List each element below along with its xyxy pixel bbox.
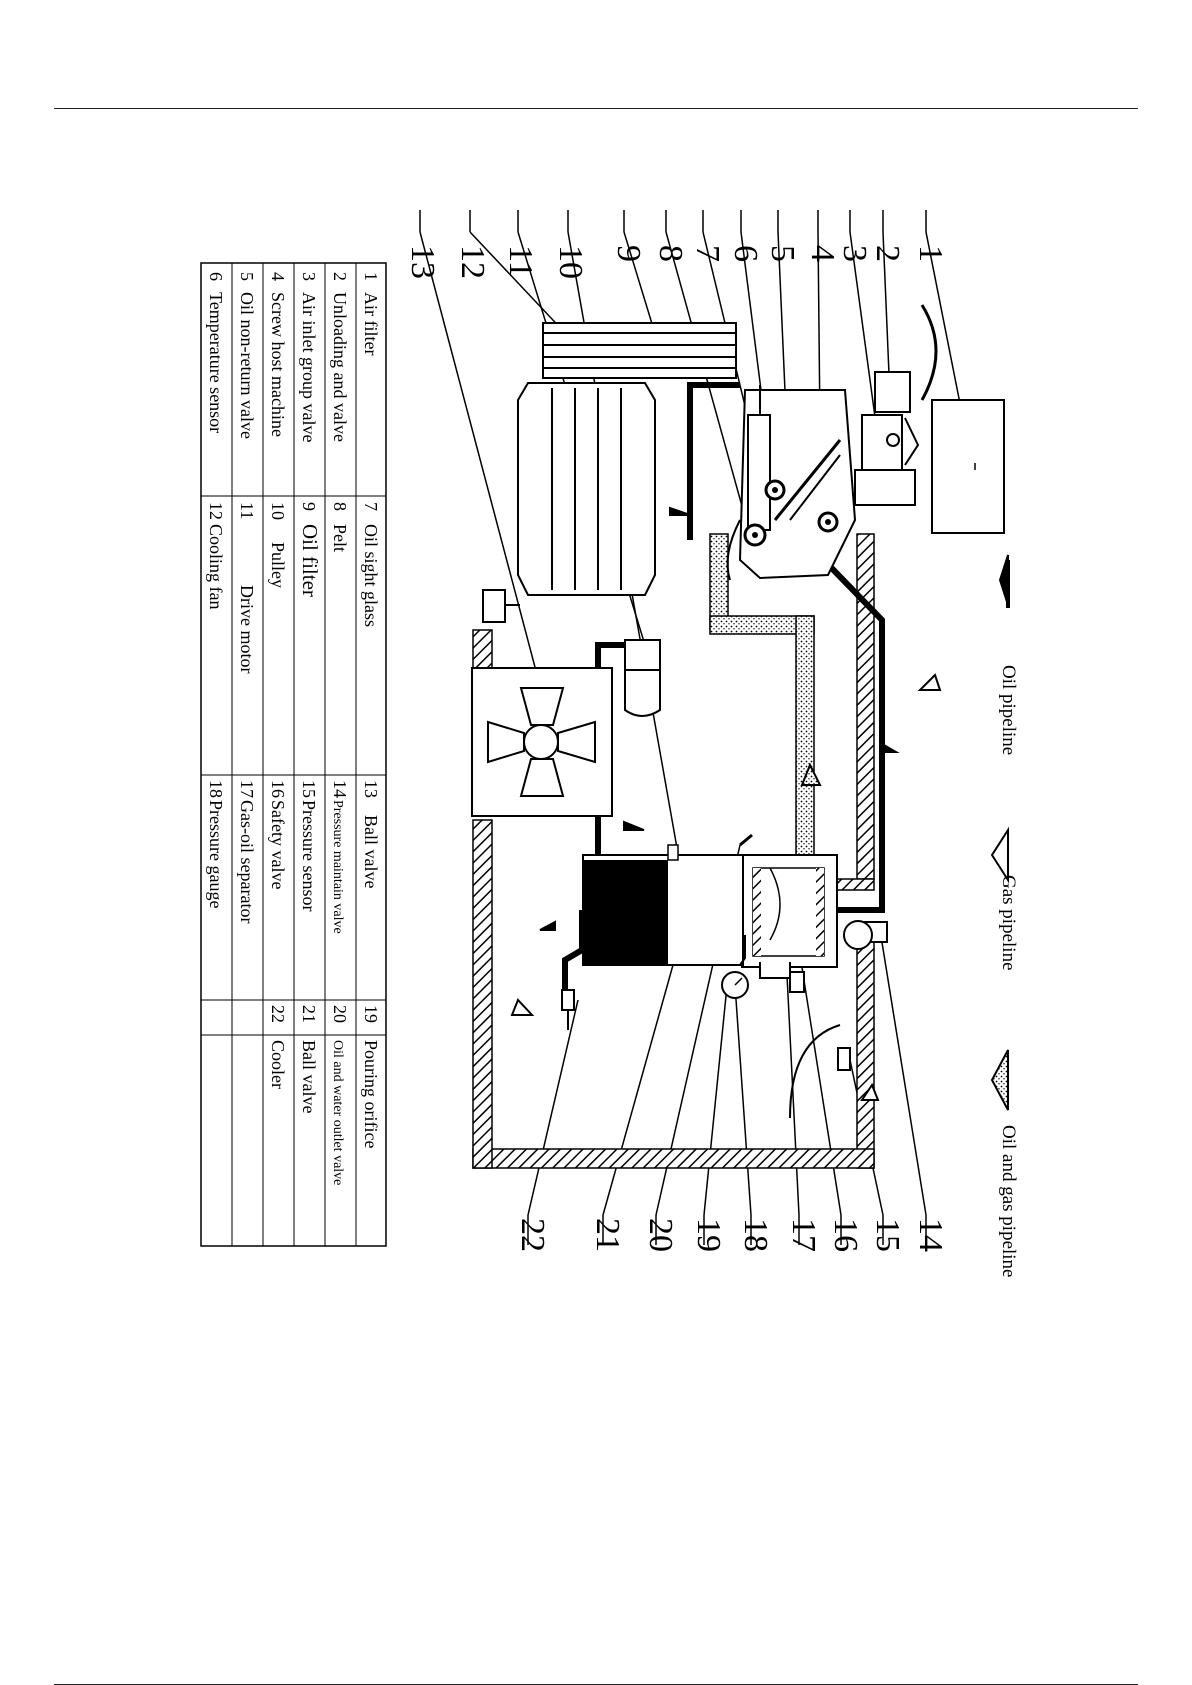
parts-table-cell: 14 [330,780,350,798]
parts-table-cell: Cooler [268,1040,288,1089]
parts-table-cell: Cooling fan [206,524,226,610]
callout-5: 5 [764,245,801,262]
parts-table-cell: Oil filter [298,524,322,597]
parts-table-cell: Pulley [268,542,288,588]
ball-valve-21 [561,989,575,1030]
pressure-maintain-valve [843,920,888,950]
parts-table-cell: Ball valve [361,815,381,888]
parts-table-cell: Screw host machine [268,292,288,437]
parts-table-cell: Ball valve [299,1040,319,1113]
callout-2: 2 [869,245,906,262]
callout-19: 19 [690,1218,727,1252]
parts-table-cell: 19 [361,1005,381,1023]
callout-22: 22 [514,1218,551,1252]
legend-oil-gas-label: Oil and gas pipeline [998,1125,1019,1278]
parts-table-cell: 4 [268,272,288,281]
parts-table-cell: Pouring orifice [361,1040,381,1148]
oil-filter [624,639,661,717]
gas-oil-separator [741,854,838,968]
parts-table-cell: Pressure maintain valve [330,800,345,934]
parts-table-cell: Pressure sensor [299,800,319,911]
flow-arrows [510,506,942,1101]
parts-table-cell: 22 [268,1005,288,1023]
parts-table-cell: Unloading and valve [330,292,350,442]
callout-12: 12 [454,245,491,279]
callout-bottom-lines [527,1215,927,1245]
drive-motor [517,382,656,596]
parts-table-cell: 17 [237,780,257,798]
parts-table: 1 Air filter 7 Oil sight glass 13 Ball v… [200,262,387,1247]
parts-table-cell: Oil and water outlet valve [330,1040,345,1185]
parts-table-cell: 18 [206,780,226,798]
parts-table-cell: Pressure gauge [206,800,226,908]
legend: Oil pipeline Gas pipeline Oil and gas pi… [990,554,1019,1278]
parts-table-cell: Safety valve [268,800,288,889]
parts-table-cell: 13 [361,780,381,798]
callout-10: 10 [552,245,589,279]
belt-pulley [542,322,737,379]
oil-reservoir [582,833,753,966]
callout-9: 9 [610,245,647,262]
callout-14: 14 [912,1218,949,1252]
callout-16: 16 [827,1218,864,1252]
callout-3: 3 [836,245,873,262]
parts-table-cell: 15 [299,780,319,798]
oil-non-return-valve [817,511,839,533]
parts-table-cell: 8 [330,502,350,511]
oil-gas-pipeline [709,533,815,857]
screw-host-machine [738,385,857,580]
parts-table-cell: 12 [206,502,226,520]
parts-table-cell: Oil non-return valve [237,292,257,439]
parts-table-cell: Air inlet group valve [299,292,319,442]
callout-top-lines [419,210,927,232]
callout-20: 20 [642,1218,679,1252]
parts-table-cell: Oil sight glass [361,524,381,627]
parts-table-cell: 6 [206,272,226,281]
parts-table-cell: 2 [330,272,350,281]
pressure-sensor [789,1024,851,1119]
ball-valve-13 [482,589,520,623]
temperature-sensor [764,479,786,501]
parts-table-cell: 20 [330,1005,350,1023]
parts-table-cell: Air filter [361,292,381,355]
callout-21: 21 [589,1218,626,1252]
cooling-fan [471,667,613,817]
parts-table-cell: Pelt [330,524,350,552]
parts-table-cell: 5 [237,272,257,281]
legend-oil-gas-arrow [990,1049,1009,1111]
parts-table-cell: 3 [299,272,319,281]
parts-table-cell: 1 [361,272,381,281]
callout-15: 15 [869,1218,906,1252]
legend-oil-label: Oil pipeline [998,665,1019,755]
parts-table-cell: 9 [299,502,319,511]
gas-pipeline [472,533,875,1169]
callout-18: 18 [737,1218,774,1252]
callout-4: 4 [804,245,841,262]
callout-8: 8 [652,245,689,262]
parts-table-cell: Temperature sensor [206,292,226,433]
parts-table-cell: 16 [268,780,288,798]
callout-17: 17 [785,1218,822,1252]
inlet-valve-group [854,371,920,506]
parts-table-cell: 7 [361,502,381,511]
callout-13: 13 [404,245,441,279]
parts-table-cell: 10 [268,502,288,520]
pressure-gauge [721,935,749,999]
air-filter [920,304,1005,534]
top-rule [54,108,1138,109]
oil-sight-glass [726,519,767,581]
callout-6: 6 [727,245,764,262]
legend-gas-label: Gas pipeline [998,875,1019,971]
parts-table-cell: 11 [237,502,257,519]
legend-gas-arrow [990,826,1009,884]
parts-table-cell: Drive motor [237,585,257,673]
parts-table-cell: 21 [299,1005,319,1023]
parts-table-cell: Gas-oil separator [237,800,257,923]
safety-valve [759,962,805,993]
